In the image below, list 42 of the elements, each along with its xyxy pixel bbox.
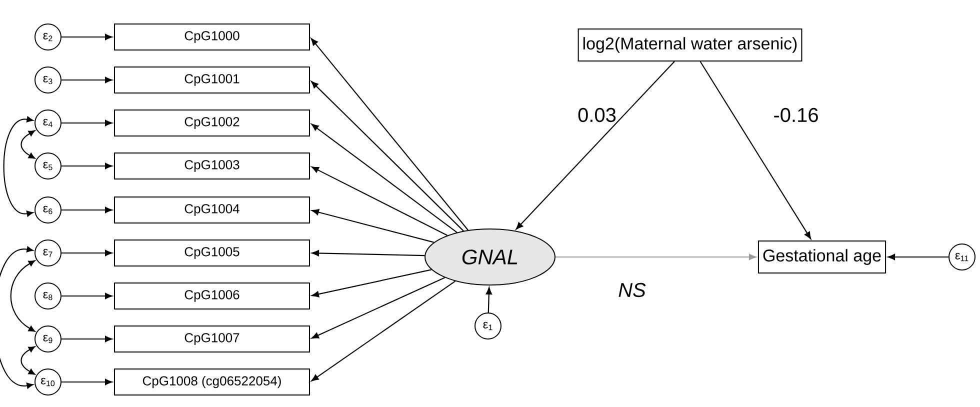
measure-box: CpG1005 bbox=[114, 240, 310, 266]
variable-box: log2(Maternal water arsenic) bbox=[578, 28, 802, 62]
arrow bbox=[312, 269, 432, 298]
arrow bbox=[62, 120, 112, 126]
arrow bbox=[62, 76, 112, 84]
edge-label: 0.03 bbox=[578, 108, 616, 122]
measure-box: CpG1007 bbox=[114, 326, 310, 352]
arrow bbox=[62, 34, 112, 40]
arrow bbox=[62, 250, 112, 256]
arrow bbox=[311, 124, 458, 233]
arrow bbox=[310, 38, 468, 230]
measure-box: CpG1002 bbox=[114, 110, 310, 136]
arrow bbox=[312, 209, 434, 243]
covariance-arrow bbox=[20, 346, 36, 375]
covariance-arrow bbox=[3, 116, 34, 217]
arrow bbox=[62, 378, 112, 386]
arrow bbox=[311, 280, 456, 382]
arrow bbox=[312, 250, 425, 256]
arrow bbox=[62, 206, 112, 214]
arrow bbox=[486, 287, 492, 313]
measure-box: CpG1004 bbox=[114, 196, 310, 224]
arrow bbox=[556, 254, 756, 260]
arrow bbox=[62, 292, 112, 300]
measure-box: CpG1001 bbox=[114, 66, 310, 94]
arrow bbox=[888, 254, 948, 260]
arrow bbox=[311, 166, 448, 236]
arrow bbox=[311, 277, 445, 339]
covariance-arrow bbox=[20, 130, 36, 159]
measure-box: CpG1000 bbox=[114, 24, 310, 50]
measure-box: CpG1003 bbox=[114, 152, 310, 180]
arrow bbox=[700, 61, 812, 240]
covariance-arrow bbox=[10, 260, 36, 332]
arrow bbox=[311, 81, 464, 232]
edge-label: -0.16 bbox=[774, 108, 818, 122]
arrow bbox=[62, 162, 112, 170]
variable-box: Gestational age bbox=[758, 240, 886, 274]
arrow bbox=[62, 336, 112, 342]
measure-box: CpG1006 bbox=[114, 282, 310, 310]
measure-box: CpG1008 (cg06522054) bbox=[114, 368, 310, 396]
edge-label: NS bbox=[618, 282, 646, 298]
covariance-arrow bbox=[0, 246, 34, 389]
arrow bbox=[516, 61, 675, 230]
